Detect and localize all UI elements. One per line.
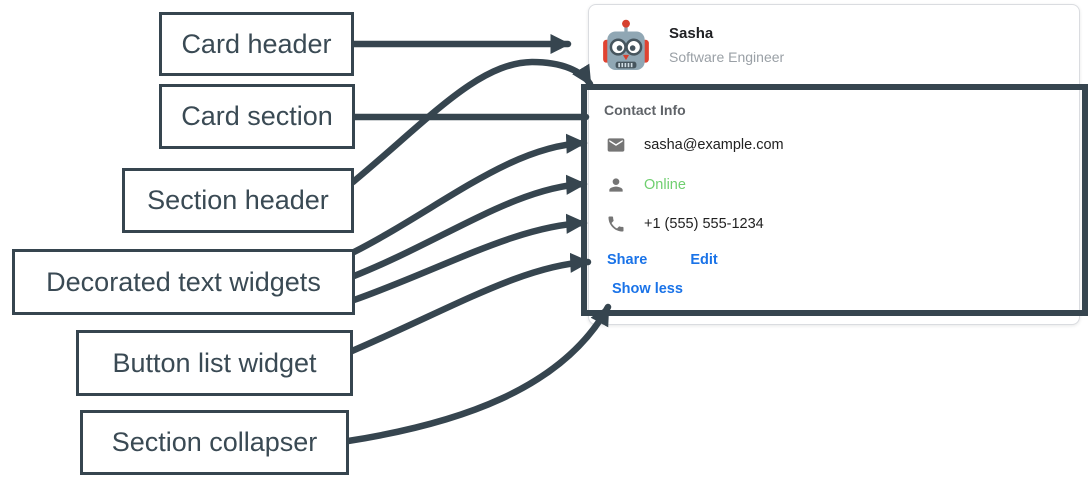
arrow-decorated-online: [350, 174, 588, 280]
label-section-collapser: Section collapser: [80, 410, 349, 475]
edit-button[interactable]: Edit: [690, 252, 718, 268]
arrow-section-collapser: [344, 303, 612, 445]
status-text: Online: [644, 177, 686, 193]
card-header-text: Sasha Software Engineer: [669, 25, 784, 65]
contact-card: Sasha Software Engineer: [588, 4, 1080, 325]
label-card-header: Card header: [159, 12, 354, 76]
phone-text: +1 (555) 555-1234: [644, 216, 764, 232]
label-text: Card section: [181, 101, 333, 131]
arrow-decorated-email: [350, 133, 588, 256]
label-section-header: Section header: [122, 168, 354, 233]
card-subtitle: Software Engineer: [669, 49, 785, 65]
card-title: Sasha: [669, 25, 714, 42]
decorated-text-email: sasha@example.com: [606, 134, 784, 156]
label-text: Section collapser: [111, 427, 318, 457]
label-text: Button list widget: [112, 347, 317, 378]
show-less-button[interactable]: Show less: [612, 281, 683, 297]
arrow-section-header: [349, 58, 594, 186]
email-icon: [606, 135, 626, 155]
decorated-text-phone: +1 (555) 555-1234: [606, 213, 764, 235]
decorated-text-status: Online: [606, 174, 686, 196]
label-decorated-text-widgets: Decorated text widgets: [12, 249, 355, 315]
label-card-section: Card section: [159, 84, 355, 149]
arrow-button-list: [348, 252, 592, 355]
card-header: Sasha Software Engineer: [589, 5, 1079, 83]
label-button-list-widget: Button list widget: [76, 330, 353, 396]
robot-avatar-icon: [603, 19, 649, 70]
label-text: Card header: [181, 28, 332, 59]
person-icon: [606, 175, 626, 195]
share-button[interactable]: Share: [607, 252, 648, 268]
label-text: Decorated text widgets: [46, 266, 321, 297]
label-text: Section header: [147, 185, 329, 215]
button-list: Share Edit: [607, 252, 718, 268]
phone-icon: [606, 214, 626, 234]
arrow-decorated-phone: [350, 213, 588, 304]
email-text: sasha@example.com: [644, 137, 784, 153]
section-header: Contact Info: [604, 102, 686, 118]
